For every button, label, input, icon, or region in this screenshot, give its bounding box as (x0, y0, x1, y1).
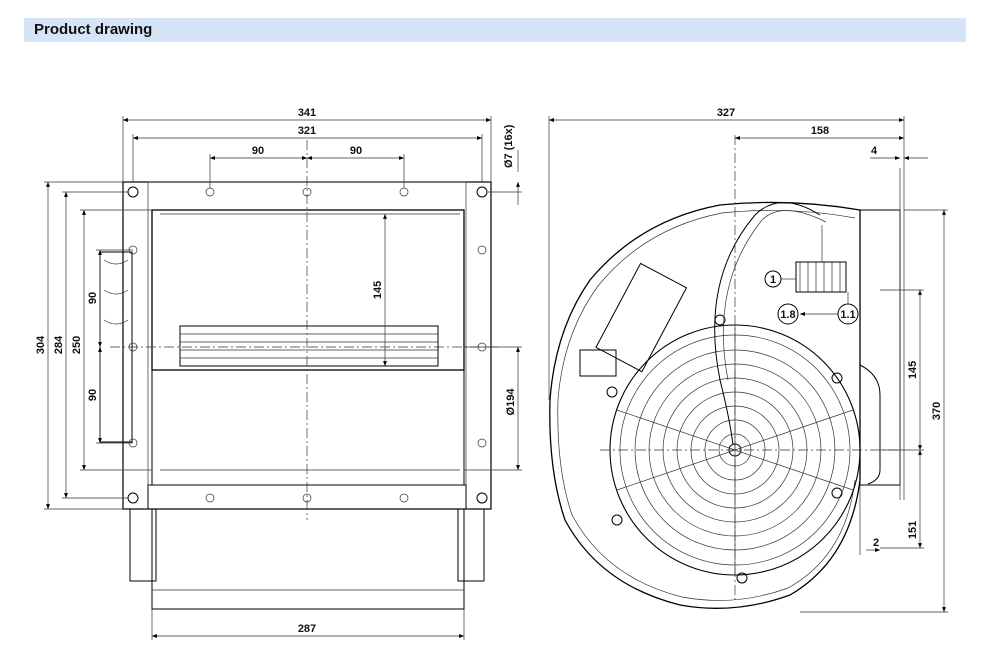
dim-90-left: 90 (252, 145, 264, 157)
dim-2: 2 (873, 537, 879, 549)
dim-hole: Ø7 (16x) (503, 124, 515, 168)
dim-287: 287 (298, 623, 316, 635)
capacitor-box (595, 262, 688, 373)
dim-284: 284 (53, 335, 65, 354)
dim-321: 321 (298, 125, 316, 137)
terminal-block (795, 261, 847, 293)
dim-327: 327 (717, 107, 735, 119)
header-title: Product drawing (34, 21, 153, 38)
dim-145-side: 145 (907, 361, 919, 379)
dim-158: 158 (811, 125, 829, 137)
dim-194: Ø194 (505, 388, 517, 416)
front-leg-right (457, 508, 485, 582)
dim-145-front: 145 (372, 281, 384, 299)
dim-304: 304 (35, 335, 47, 354)
label-1: 1 (770, 274, 776, 286)
side-view: 1 1.8 1.1 327 158 4 145 370 (548, 107, 948, 613)
front-view: 341 321 90 90 Ø7 (16x) 145 304 284 (35, 107, 522, 640)
front-leg-left (129, 508, 157, 582)
header-bar: Product drawing (24, 18, 966, 42)
dim-341: 341 (298, 107, 316, 119)
dim-151: 151 (907, 521, 919, 539)
label-1-8: 1.8 (780, 309, 795, 321)
front-housing-lower (151, 369, 465, 486)
front-outlet (151, 508, 465, 610)
dim-250: 250 (71, 336, 83, 354)
front-housing-upper (151, 209, 465, 371)
dim-4: 4 (871, 145, 878, 157)
dim-90-upper: 90 (87, 292, 99, 304)
cable (714, 202, 821, 446)
dim-90-right: 90 (350, 145, 362, 157)
dim-370: 370 (931, 402, 943, 420)
front-holes (127, 186, 488, 504)
impeller-band (179, 325, 439, 367)
volute-housing (549, 201, 861, 609)
label-1-1: 1.1 (840, 309, 855, 321)
dim-90-lower: 90 (87, 389, 99, 401)
